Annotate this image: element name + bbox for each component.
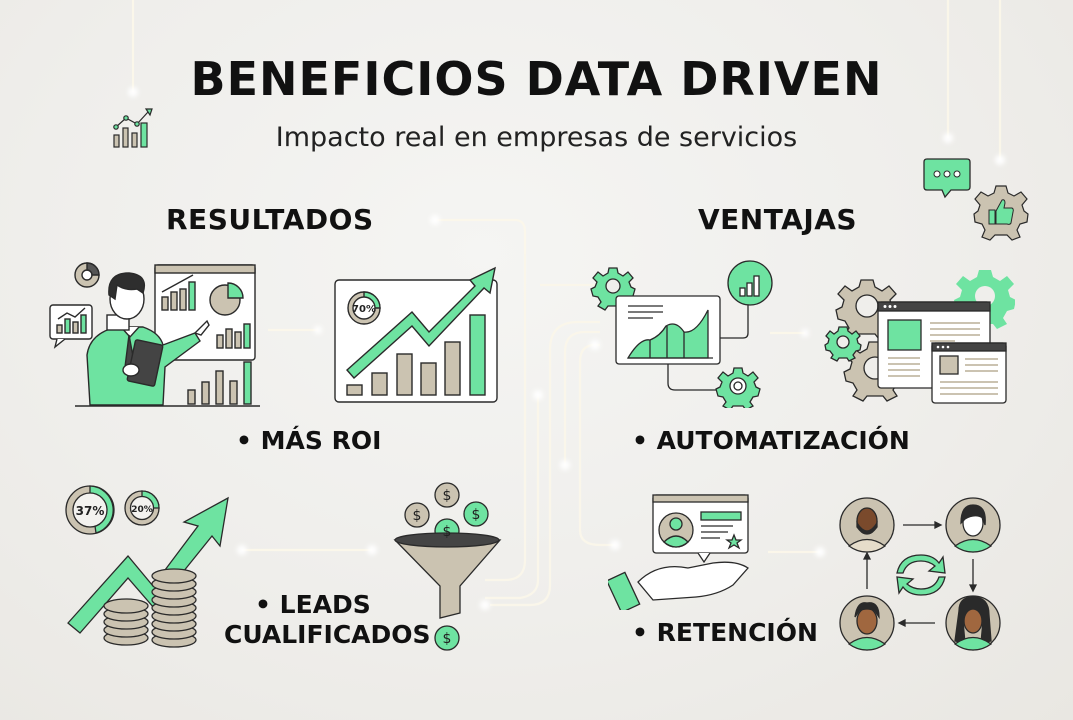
- coin-symbol: $: [443, 524, 452, 540]
- chat-bubble-icon: [923, 158, 971, 199]
- glow-dots: [128, 87, 1005, 610]
- page-subtitle: Impacto real en empresas de servicios: [275, 122, 798, 153]
- benefit-retencion: • RETENCIÓN: [632, 618, 818, 647]
- customer-profile-hand-illustration: [608, 494, 749, 610]
- coin-symbol: $: [413, 508, 422, 524]
- leads-percent-badge-1: 37%: [76, 504, 105, 518]
- benefit-mas-roi: • MÁS ROI: [236, 426, 382, 455]
- retention-cycle-illustration: [839, 497, 1001, 651]
- benefit-leads-line1: • LEADS: [255, 590, 371, 619]
- section-heading-resultados: RESULTADOS: [166, 203, 374, 236]
- section-heading-ventajas: VENTAJAS: [698, 203, 858, 236]
- sales-funnel-illustration: $ $ $ $ $: [393, 482, 502, 651]
- businessman-presenting-illustration: [49, 262, 260, 407]
- customer-avatar: [945, 497, 1001, 553]
- customer-avatar: [839, 497, 895, 553]
- coin-symbol: $: [472, 507, 481, 523]
- coin-symbol: $: [443, 488, 452, 504]
- automation-dashboard-illustration: [590, 260, 773, 408]
- gear-thumbs-up-icon: [973, 185, 1029, 241]
- bar-trend-icon: [113, 108, 153, 148]
- benefit-automatizacion: • AUTOMATIZACIÓN: [632, 426, 910, 455]
- leads-percent-badge-2: 20%: [131, 505, 153, 515]
- customer-avatar: [945, 595, 1001, 651]
- page-title: BENEFICIOS DATA DRIVEN: [190, 52, 883, 106]
- roi-percent-badge: 70%: [352, 304, 376, 315]
- customer-avatar: [839, 595, 895, 651]
- growth-chart-illustration: 70%: [334, 266, 498, 403]
- leads-growth-coins-illustration: 37% 20%: [65, 485, 229, 648]
- browser-windows-gears-illustration: [824, 270, 1015, 404]
- benefit-leads-line2: CUALIFICADOS: [224, 620, 431, 649]
- coin-symbol: $: [443, 631, 452, 647]
